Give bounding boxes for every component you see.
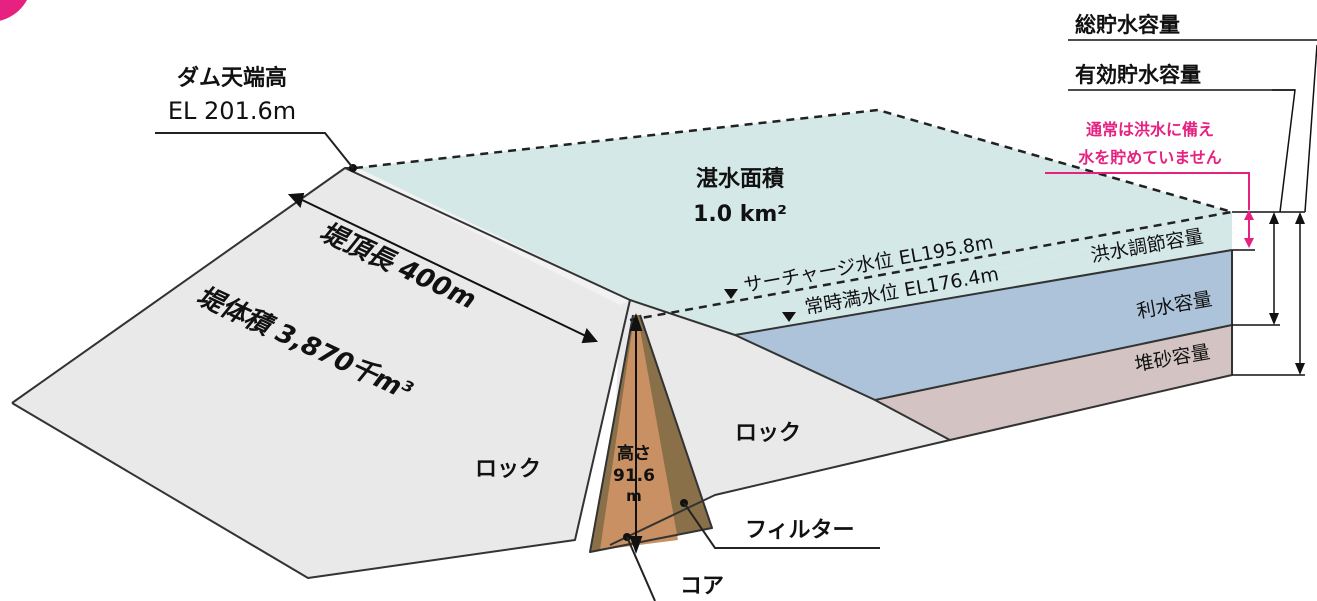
area-title: 湛水面積 (696, 166, 785, 192)
normal-level-marker (782, 312, 796, 322)
core-zone (600, 318, 678, 550)
capacity-arrowheads (1269, 212, 1305, 375)
capacity-brackets (1068, 39, 1317, 376)
crest-length-arrow (287, 192, 598, 344)
crest-leader-line (155, 132, 354, 169)
flood-empty-arrowheads (1244, 210, 1254, 248)
rock-left-label: ロック (475, 457, 541, 482)
corner-badge (0, 0, 27, 21)
note-line-2: 水を貯めていません (1078, 148, 1222, 167)
rock-left-fill (12, 168, 630, 578)
crest-elevation: EL 201.6m (168, 97, 296, 125)
crest-strip (345, 168, 630, 305)
dam-outlines (11, 167, 1233, 579)
height-label-2: 91.6 (613, 466, 655, 486)
total-capacity-label: 総貯水容量 (1075, 13, 1180, 37)
note-line-1: 通常は洪水に備え (1086, 120, 1214, 139)
height-label-3: m (626, 487, 642, 505)
filter-label: フィルター (745, 518, 855, 543)
rock-right-label: ロック (735, 421, 801, 446)
sediment-layer (875, 325, 1232, 440)
core-label: コア (680, 574, 724, 599)
effective-capacity-label: 有効貯水容量 (1075, 63, 1201, 87)
reservoir-surface (355, 110, 1232, 335)
core-leader-line (626, 536, 656, 601)
crest-title: ダム天端高 (177, 65, 287, 91)
surcharge-level-marker (724, 289, 738, 299)
water-use-layer (735, 250, 1232, 400)
reservoir-dashed-edges (354, 108, 1233, 322)
area-value: 1.0 km² (693, 202, 787, 227)
filter-leader-line (683, 502, 880, 549)
dam-height-arrow (629, 313, 643, 554)
height-label-1: 高さ (617, 443, 651, 464)
flood-control-layer (735, 212, 1232, 335)
